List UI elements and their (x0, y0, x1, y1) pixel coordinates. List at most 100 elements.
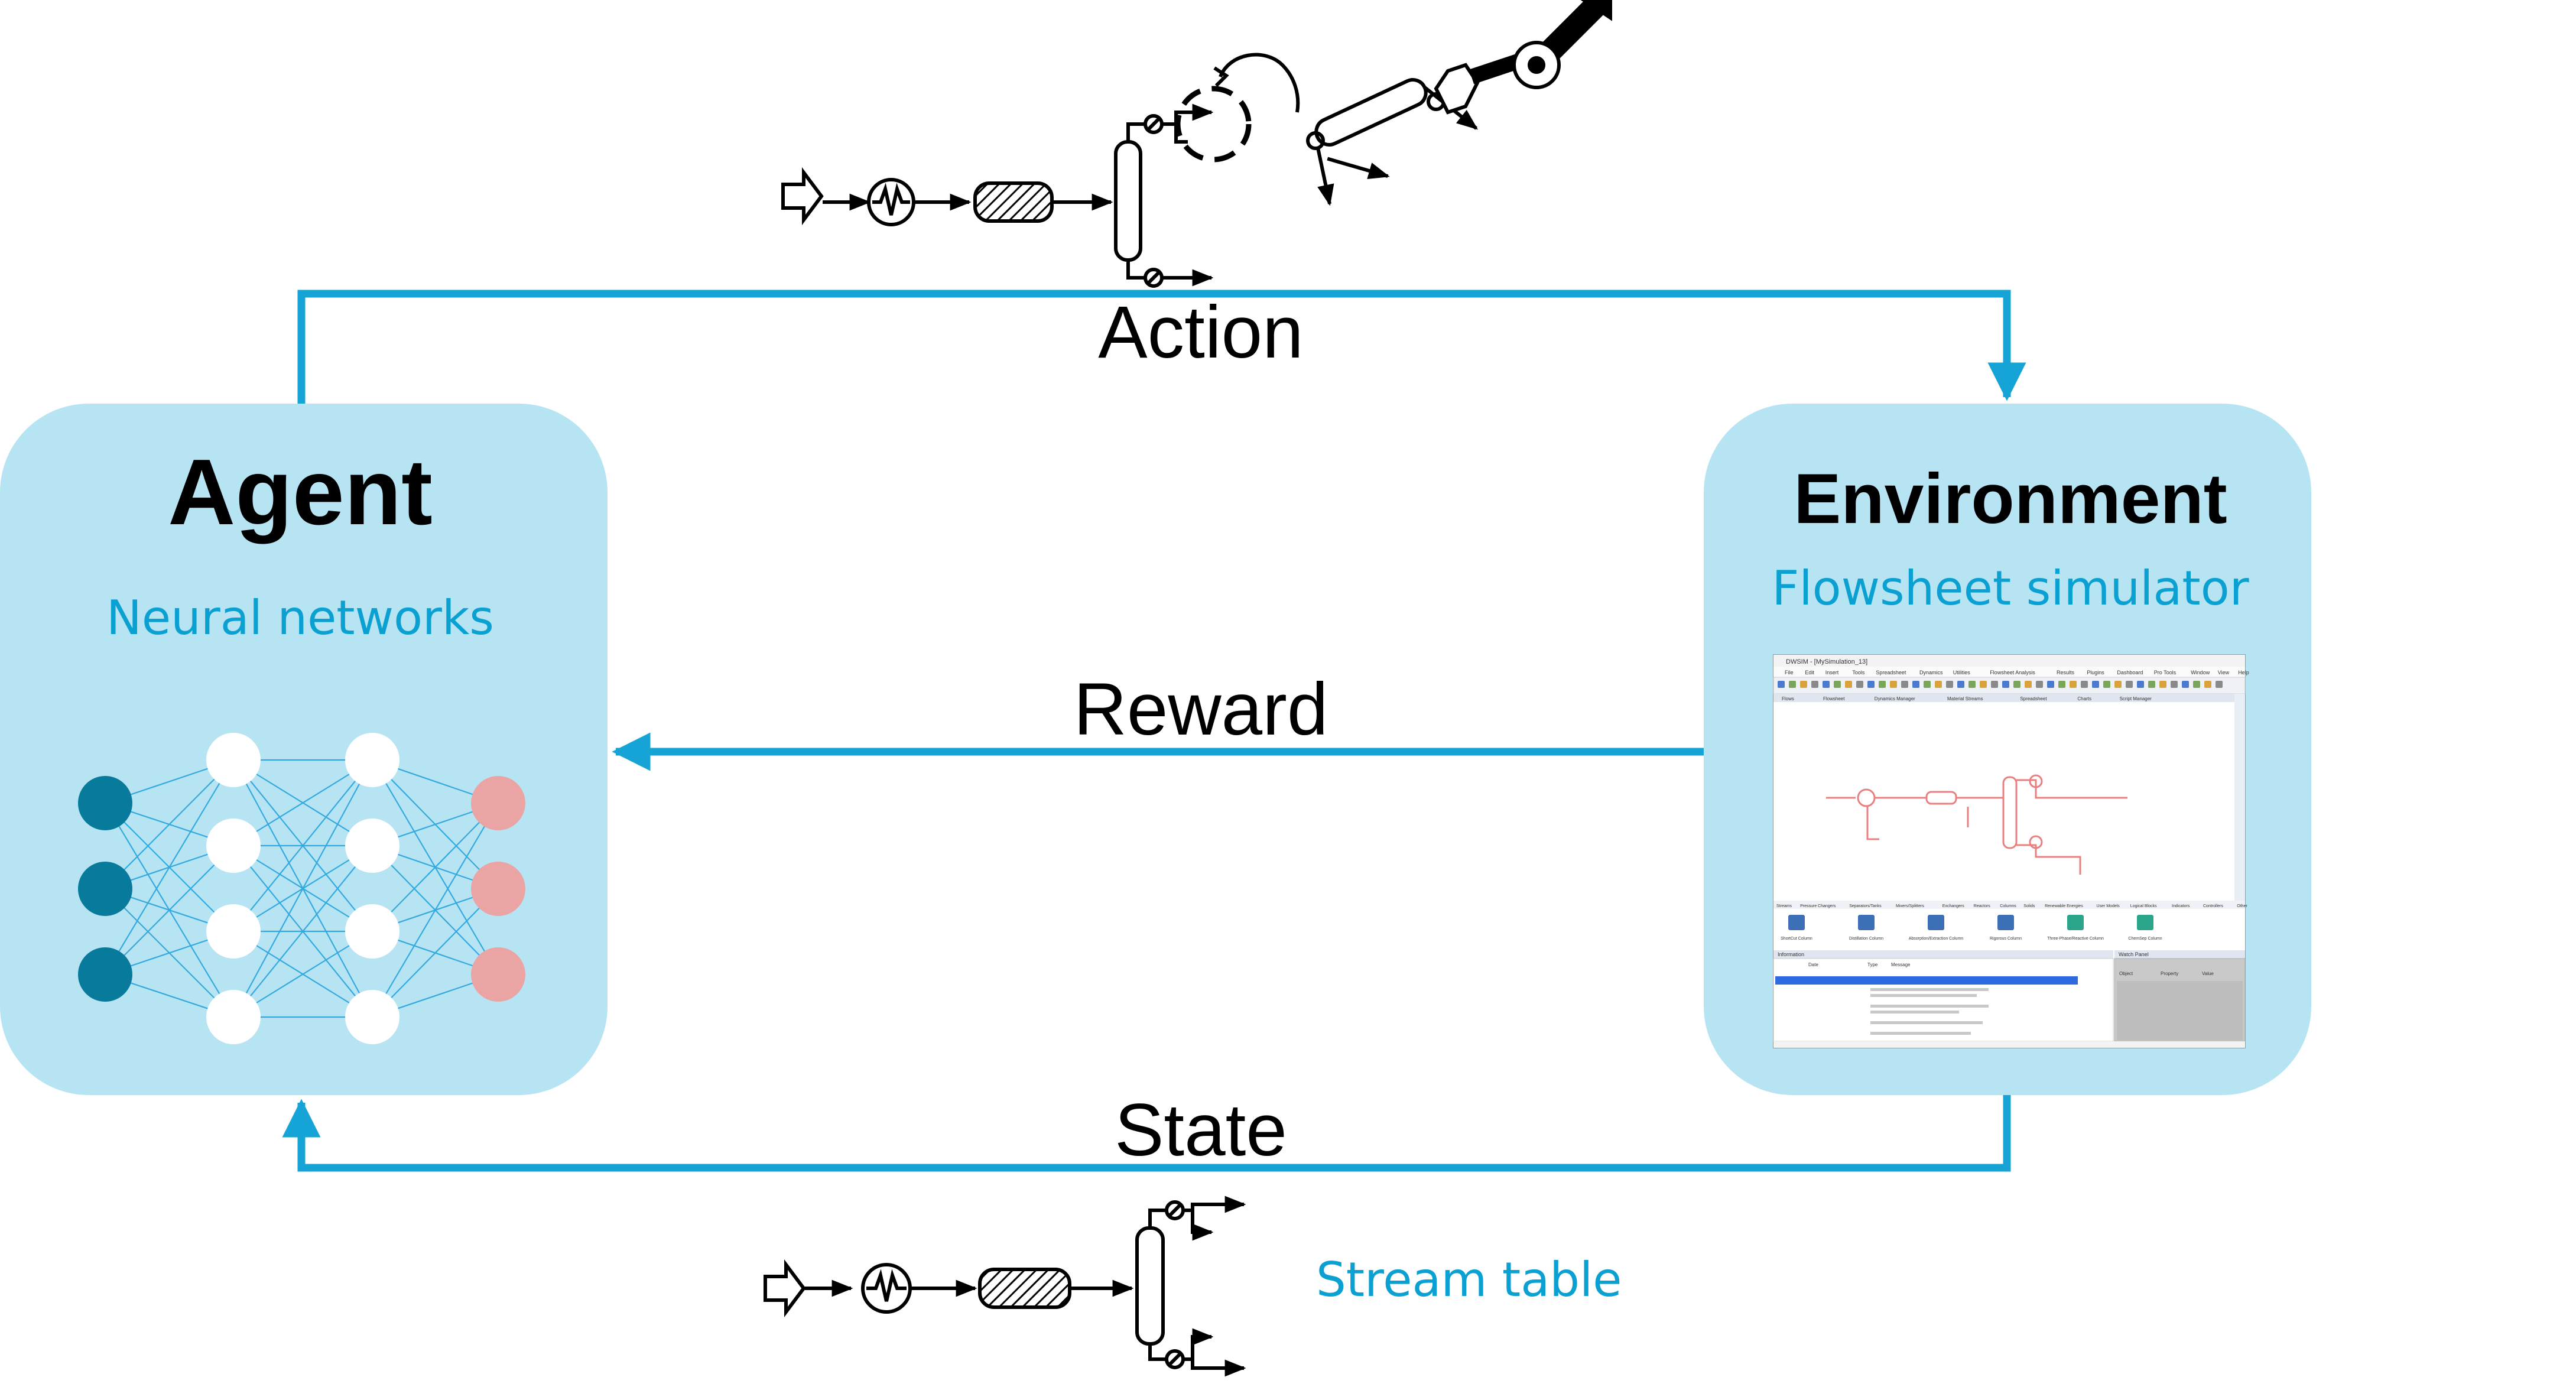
sim-palette-tab[interactable]: User Models (2097, 904, 2120, 908)
sim-menu-item[interactable]: Help (2238, 670, 2249, 675)
sim-palette-item[interactable]: Three-Phase/Reactive Column (2047, 937, 2104, 941)
sim-toolbar-icon[interactable] (2126, 681, 2133, 688)
sim-tab[interactable]: Charts (2077, 696, 2091, 701)
sim-palette-icon[interactable] (2137, 915, 2153, 930)
sim-palette-tab[interactable]: Renewable Energies (2045, 904, 2083, 908)
sim-toolbar-icon[interactable] (2002, 681, 2009, 688)
sim-menu-item[interactable]: Insert (1825, 670, 1839, 675)
sim-palette-icon[interactable] (1928, 915, 1944, 930)
sim-toolbar-icon[interactable] (2114, 681, 2122, 688)
sim-watch-column-header[interactable]: Object (2119, 971, 2133, 976)
sim-palette-tab[interactable]: Other (2237, 904, 2247, 908)
sim-toolbar-icon[interactable] (1924, 681, 1931, 688)
sim-toolbar-icon[interactable] (1901, 681, 1908, 688)
sim-info-column-header[interactable]: Type (1867, 962, 1878, 967)
sim-menu-item[interactable]: Tools (1852, 670, 1865, 675)
sim-toolbar-icon[interactable] (2216, 681, 2223, 688)
sim-watch-column-header[interactable]: Property (2161, 971, 2178, 976)
sim-palette-tab[interactable]: Pressure Changers (1800, 904, 1836, 908)
sim-toolbar-icon[interactable] (2103, 681, 2110, 688)
sim-menu-item[interactable]: Utilities (1953, 670, 1971, 675)
sim-tab[interactable]: Flowsheet (1823, 696, 1845, 701)
sim-toolbar-icon[interactable] (2013, 681, 2020, 688)
sim-palette-tab[interactable]: Logical Blocks (2130, 904, 2157, 908)
sim-tab[interactable]: Spreadsheet (2020, 696, 2047, 701)
sim-window-title: DWSIM - [MySimulation_13] (1786, 658, 1867, 665)
sim-toolbar-icon[interactable] (2047, 681, 2054, 688)
sim-toolbar-icon[interactable] (1935, 681, 1942, 688)
sim-toolbar-icon[interactable] (1823, 681, 1830, 688)
sim-toolbar-icon[interactable] (1890, 681, 1897, 688)
sim-toolbar-icon[interactable] (1867, 681, 1875, 688)
sim-palette-item[interactable]: ShortCut Column (1781, 937, 1812, 941)
sim-palette-tab[interactable]: Solids (2023, 904, 2035, 908)
sim-toolbar-icon[interactable] (2182, 681, 2189, 688)
sim-palette-item[interactable]: Absorption/Extraction Column (1909, 937, 1964, 941)
sim-palette-icon[interactable] (1858, 915, 1875, 930)
sim-watch-header: Object Property Value (2119, 971, 2214, 976)
sim-toolbar-icon[interactable] (2025, 681, 2032, 688)
sim-toolbar-icon[interactable] (1991, 681, 1998, 688)
sim-watch-column-header[interactable]: Value (2202, 971, 2214, 976)
sim-palette-tab[interactable]: Controllers (2203, 904, 2223, 908)
sim-toolbar-icon[interactable] (1856, 681, 1863, 688)
sim-menu-item[interactable]: Edit (1805, 670, 1814, 675)
sim-menu-item[interactable]: Dynamics (1919, 670, 1943, 675)
sim-palette-tab[interactable]: Reactors (1974, 904, 1991, 908)
sim-info-column-header[interactable]: Date (1808, 962, 1818, 967)
sim-palette-item[interactable]: Distillation Column (1849, 937, 1883, 941)
sim-menu-item[interactable]: Window (2191, 670, 2210, 675)
sim-menu-item[interactable]: Plugins (2087, 670, 2104, 675)
sim-palette-tab[interactable]: Separators/Tanks (1849, 904, 1882, 908)
sim-toolbar-icon[interactable] (1800, 681, 1807, 688)
sim-tab[interactable]: Dynamics Manager (1875, 696, 1915, 701)
sim-menu-item[interactable]: File (1785, 670, 1794, 675)
sim-menu-item[interactable]: Pro Tools (2154, 670, 2177, 675)
sim-toolbar-icon[interactable] (2137, 681, 2144, 688)
sim-toolbar-icon[interactable] (1845, 681, 1852, 688)
sim-menu-item[interactable]: Dashboard (2117, 670, 2143, 675)
sim-palette-tab[interactable]: Exchangers (1942, 904, 1964, 908)
sim-toolbar-icon[interactable] (1968, 681, 1976, 688)
sim-tab[interactable]: Script Manager (2120, 696, 2152, 701)
sim-toolbar-icon[interactable] (1957, 681, 1964, 688)
sim-palette-icon[interactable] (1997, 915, 2014, 930)
sim-palette-tab[interactable]: Columns (2000, 904, 2016, 908)
sim-palette-icon[interactable] (1788, 915, 1805, 930)
sim-tab[interactable]: Flows (1782, 696, 1794, 701)
sim-toolbar-icon[interactable] (2036, 681, 2043, 688)
sim-toolbar-icon[interactable] (2058, 681, 2065, 688)
sim-palette-item[interactable]: Rigorous Column (1990, 937, 2022, 941)
sim-palette-icon[interactable] (2067, 915, 2084, 930)
sim-toolbar-icon[interactable] (1879, 681, 1886, 688)
sim-toolbar-icon[interactable] (2171, 681, 2178, 688)
sim-palette-tab[interactable]: Indicators (2172, 904, 2190, 908)
sim-info-column-header[interactable]: Message (1891, 962, 1911, 967)
sim-toolbar-icon[interactable] (2081, 681, 2088, 688)
sim-palette-item[interactable]: ChemSep Column (2128, 937, 2162, 941)
sim-menu-item[interactable]: Flowsheet Analysis (1990, 670, 2035, 675)
sim-toolbar-icon[interactable] (2070, 681, 2077, 688)
agent-subtitle: Neural networks (106, 590, 494, 645)
sim-toolbar-icon[interactable] (1834, 681, 1841, 688)
state-arrow (282, 1095, 2011, 1172)
sim-toolbar-icon[interactable] (2193, 681, 2200, 688)
sim-menu-item[interactable]: Spreadsheet (1876, 670, 1906, 675)
sim-toolbar-icon[interactable] (1912, 681, 1919, 688)
sim-palette-tab[interactable]: Mixers/Splitters (1896, 904, 1924, 908)
sim-toolbar-icon[interactable] (1980, 681, 1987, 688)
sim-toolbar-icon[interactable] (1811, 681, 1818, 688)
sim-toolbar-icon[interactable] (2092, 681, 2099, 688)
sim-tab[interactable]: Material Streams (1947, 696, 1983, 701)
sim-menu-item[interactable]: Results (2057, 670, 2075, 675)
sim-toolbar-icon[interactable] (1789, 681, 1796, 688)
sim-toolbar-icon[interactable] (2159, 681, 2166, 688)
reactor-icon (978, 1268, 1071, 1309)
sim-tab-bar: Flows Flowsheet Dynamics Manager Material S… (1782, 696, 2152, 701)
sim-toolbar-icon[interactable] (1946, 681, 1953, 688)
sim-menu-item[interactable]: View (2218, 670, 2230, 675)
sim-palette-tab[interactable]: Streams (1776, 904, 1792, 908)
sim-toolbar-icon[interactable] (2204, 681, 2211, 688)
sim-toolbar-icon[interactable] (1778, 681, 1785, 688)
sim-toolbar-icon[interactable] (2148, 681, 2155, 688)
